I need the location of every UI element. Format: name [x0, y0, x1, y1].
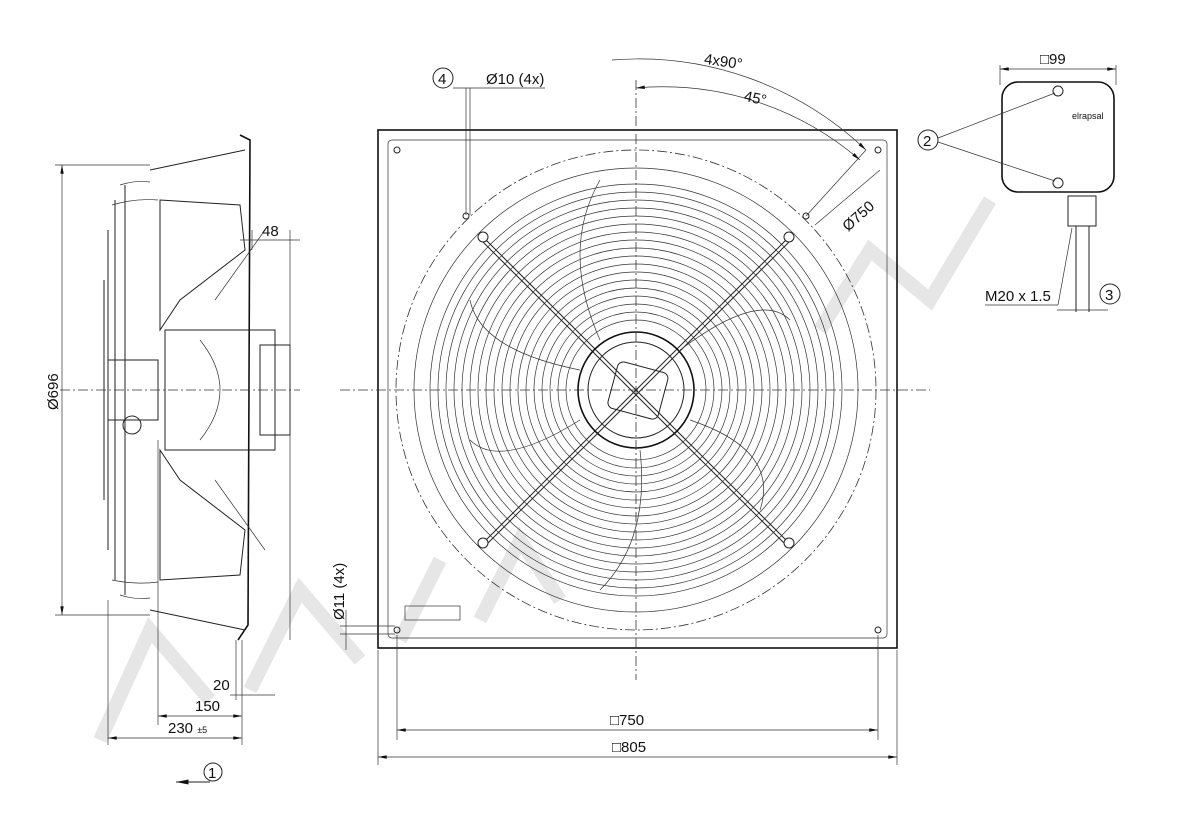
- hub-terminal-box: [607, 361, 669, 420]
- square-750: □750: [610, 712, 644, 729]
- dim-48: 48: [262, 223, 279, 240]
- lid-screw-top: [1052, 85, 1064, 97]
- side-diameter-label: Ø696: [45, 373, 62, 410]
- brand-label: elrapsal: [1072, 111, 1104, 121]
- fan-blades: [469, 179, 791, 591]
- gland-label: M20 x 1.5: [985, 288, 1051, 305]
- mount-hole-label: Ø11 (4x): [331, 563, 348, 620]
- dim-150: 150: [195, 698, 220, 715]
- terminal-box: [1001, 81, 1115, 193]
- angle-4x90: 4x90°: [703, 51, 744, 73]
- hole-label: Ø10 (4x): [486, 71, 544, 88]
- watermark: [93, 196, 997, 743]
- airflow-callout-circle: [203, 762, 223, 782]
- side-view: Ø696 48 20 150 230 ±5 1: [45, 134, 300, 785]
- box-size-label: □99: [1040, 51, 1066, 68]
- strut-screws: [477, 231, 795, 549]
- terminal-box-view: □99 elrapsal 2 M20 x 1.5 3: [917, 51, 1121, 312]
- hole-callout: 4: [438, 71, 446, 88]
- guard-rings-side: [103, 181, 159, 599]
- front-view: 4 Ø10 (4x) 4x90° 45° Ø750 Ø11 (4x) □750 …: [331, 51, 930, 765]
- dim-230: 230 ±5: [168, 720, 207, 737]
- lid-screw-bottom: [1052, 177, 1064, 189]
- square-805: □805: [612, 739, 646, 756]
- label-plate: [404, 605, 461, 621]
- dim-20: 20: [213, 677, 230, 694]
- angle-45: 45°: [742, 88, 768, 109]
- cable-callout: 3: [1105, 287, 1113, 304]
- airflow-callout: 1: [208, 765, 216, 782]
- screw-callout: 2: [923, 133, 931, 150]
- diameter-750: Ø750: [839, 198, 878, 235]
- cable-gland: [1067, 195, 1097, 227]
